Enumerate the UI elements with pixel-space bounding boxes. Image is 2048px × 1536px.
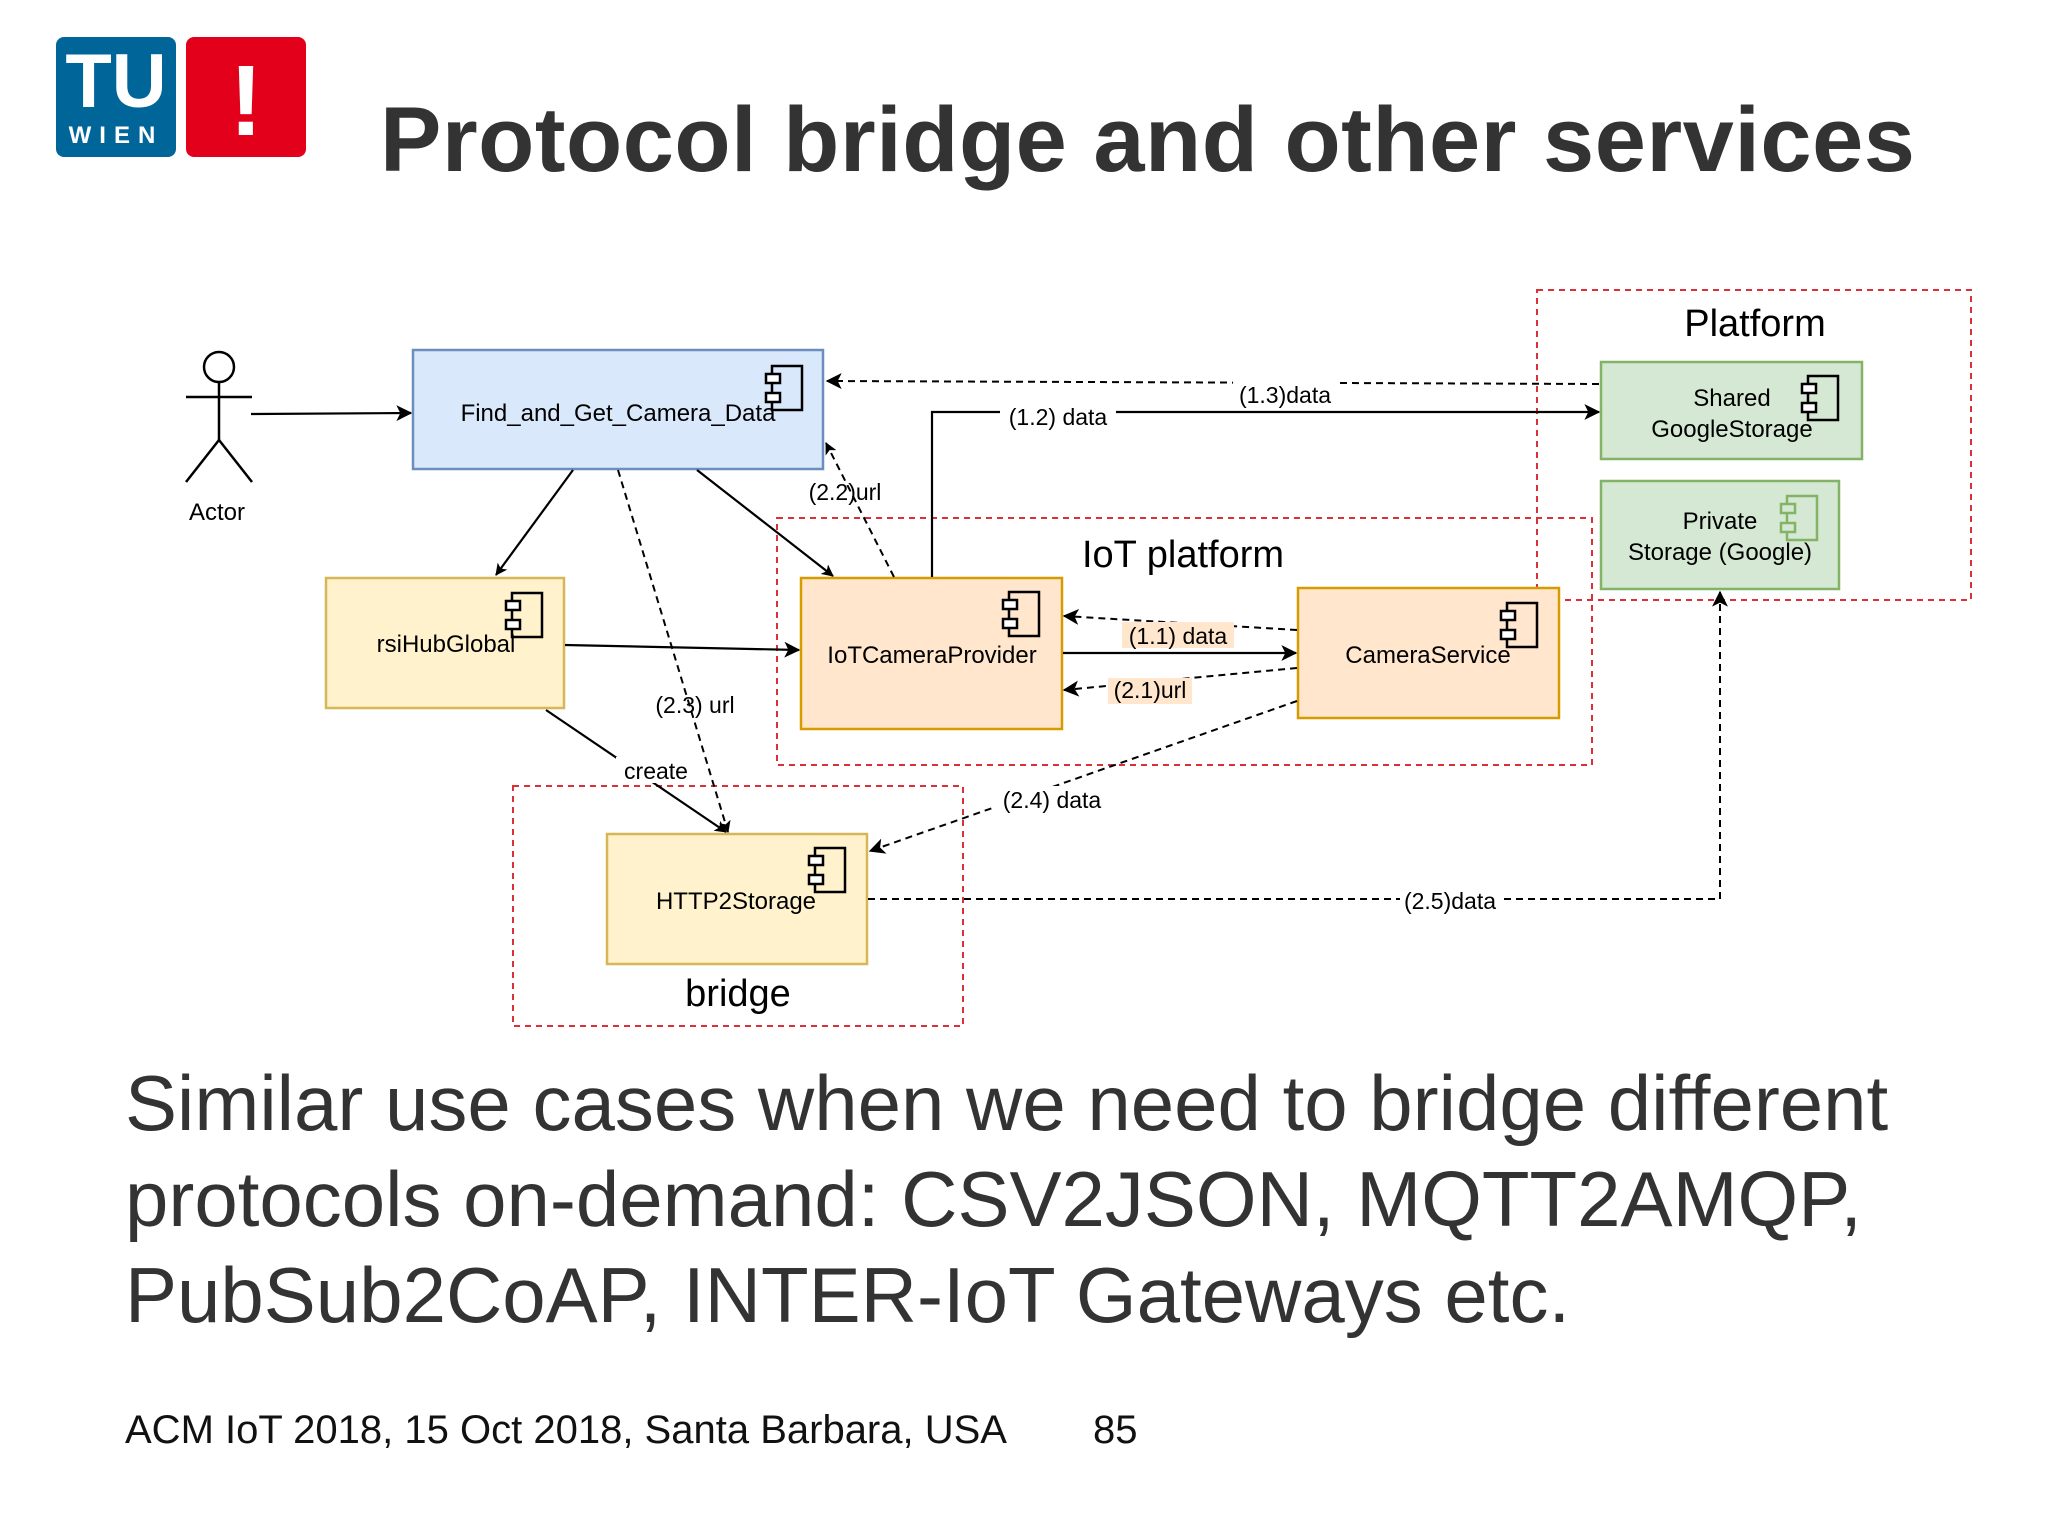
edge-label-bg (994, 786, 1106, 812)
shared-googlestorage-component (1599, 360, 1864, 461)
edge-2-4-data (868, 700, 1298, 854)
iot-platform-region (776, 517, 1593, 766)
platform-region-label: Platform (1684, 303, 1825, 345)
logo-red-block (186, 37, 306, 157)
page-number: 85 (1093, 1408, 1138, 1452)
edge-label-2-5: (2.5)data (1404, 888, 1496, 914)
edge-2-3-url (617, 469, 731, 833)
shared-storage-label-line2: GoogleStorage (1651, 416, 1812, 443)
rsihub-component-label: rsiHubGlobal (377, 631, 516, 658)
iot-platform-region-label: IoT platform (1082, 534, 1284, 576)
platform-region (1536, 289, 1972, 601)
cameraservice-component-label: CameraService (1345, 642, 1510, 669)
private-storage-component (1599, 479, 1841, 591)
private-storage-label-line2: Storage (Google) (1628, 539, 1812, 566)
edge-label-bg (616, 757, 696, 783)
edge-label-bg (1400, 889, 1500, 915)
http2storage-component-label: HTTP2Storage (656, 888, 816, 915)
edge-label-2-2: (2.2)url (809, 479, 882, 505)
edge-2-1-url (1062, 667, 1298, 697)
edge-1-1-data (1062, 608, 1298, 631)
rsihubglobal-component (324, 576, 566, 710)
edge-label-bg (1233, 381, 1337, 407)
bridge-region (512, 785, 964, 1027)
edge-label-bg (1000, 404, 1116, 430)
body-line-3: PubSub2CoAP, INTER-IoT Gateways etc. (125, 1251, 1571, 1339)
edge-label-2-3: (2.3) url (655, 692, 734, 718)
cameraservice-component (1296, 586, 1561, 720)
tu-wien-logo: TU WIEN ! (56, 37, 306, 157)
edge-1-2-data (930, 404, 1601, 577)
edge-label-create: create (624, 758, 688, 784)
footer-text: ACM IoT 2018, 15 Oct 2018, Santa Barbara… (125, 1408, 1007, 1452)
actor-figure (185, 350, 253, 483)
find-and-get-camera-data-component (411, 348, 825, 471)
edge-find-to-rsihub (495, 469, 574, 576)
body-line-1: Similar use cases when we need to bridge… (125, 1059, 1889, 1147)
logo-tu-text: TU (65, 39, 166, 124)
edge-label-2-4: (2.4) data (1003, 787, 1102, 813)
edge-label-bg (1122, 622, 1234, 648)
body-line-2: protocols on-demand: CSV2JSON, MQTT2AMQP… (125, 1155, 1862, 1243)
private-storage-label-line1: Private (1683, 508, 1758, 535)
find-component-label: Find_and_Get_Camera_Data (461, 400, 777, 427)
bridge-region-label: bridge (685, 973, 791, 1015)
edge-2-5-data (868, 590, 1728, 900)
logo-wien-text: WIEN (69, 122, 164, 149)
body-text: Similar use cases when we need to bridge… (125, 1055, 2005, 1343)
edge-label-2-1: (2.1)url (1114, 677, 1187, 703)
iotcameraprovider-component (799, 576, 1064, 731)
edge-label-1-3: (1.3)data (1239, 382, 1331, 408)
iotcam-component-label: IoTCameraProvider (827, 642, 1036, 669)
slide-title: Protocol bridge and other services (380, 89, 1916, 191)
logo-tu-block (56, 37, 176, 157)
edge-1-3-data (825, 373, 1600, 390)
edge-2-2-url (825, 442, 895, 578)
edge-label-1-2: (1.2) data (1009, 404, 1108, 430)
logo-exclamation: ! (229, 45, 262, 157)
actor-label: Actor (189, 499, 245, 526)
edge-label-bg (1108, 678, 1192, 704)
edge-rsihub-to-iotcam (564, 641, 801, 658)
edge-find-to-iotcam (696, 469, 834, 577)
shared-storage-label-line1: Shared (1693, 385, 1770, 412)
edge-label-1-1: (1.1) data (1129, 623, 1228, 649)
edge-actor-to-find (250, 405, 413, 422)
